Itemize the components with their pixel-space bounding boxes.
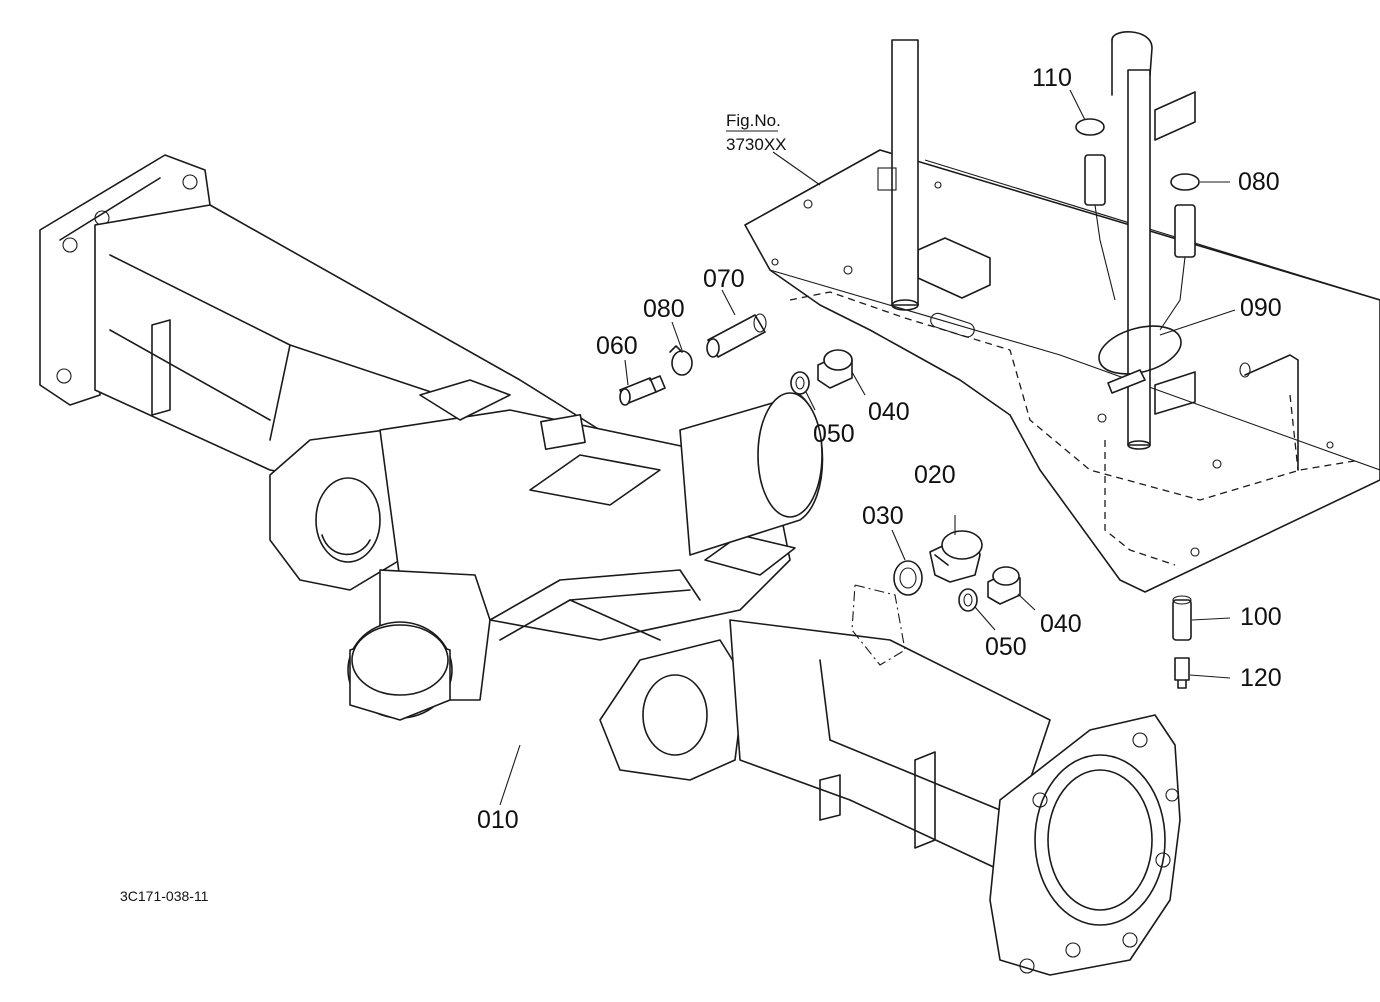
part-110-clamp: [1075, 118, 1116, 301]
label-050-upper: 050: [813, 420, 855, 448]
label-040-upper: 040: [868, 398, 910, 426]
part-040-plug-upper: [817, 349, 853, 389]
figure-reference-line2: 3730XX: [726, 135, 787, 154]
figure-reference-line1: Fig.No.: [726, 111, 781, 130]
axle-housing: [39, 154, 1181, 976]
label-120: 120: [1240, 664, 1282, 692]
part-080-clamp-right: [1159, 173, 1200, 331]
label-100: 100: [1240, 603, 1282, 631]
part-100-hose: [1172, 595, 1192, 641]
frame-panel: [744, 31, 1380, 593]
part-050-washer-upper: [790, 371, 810, 395]
label-010: 010: [477, 806, 519, 834]
label-110: 110: [1032, 64, 1072, 92]
part-090-band: [1098, 325, 1182, 394]
part-030-washer: [893, 560, 923, 596]
part-080-clamp-left: [669, 345, 693, 376]
part-040-plug-lower: [987, 566, 1021, 605]
labels: Fig.No. 3730XX 110 080 070 080 090 060 0…: [120, 64, 1282, 904]
label-040-lower: 040: [1040, 610, 1082, 638]
label-050-lower: 050: [985, 633, 1027, 661]
label-030: 030: [862, 502, 904, 530]
part-020-plug: [929, 530, 983, 583]
label-090: 090: [1240, 294, 1282, 322]
part-070-hose: [706, 313, 767, 358]
label-080-left: 080: [643, 295, 685, 323]
leader-lines: [499, 89, 1236, 806]
drawing-code: 3C171-038-11: [120, 888, 209, 904]
part-050-washer-lower: [958, 588, 978, 612]
label-070: 070: [703, 265, 745, 293]
label-020: 020: [914, 461, 956, 489]
label-060: 060: [596, 332, 638, 360]
part-120-fitting: [1174, 657, 1190, 689]
part-060-nipple: [619, 375, 666, 406]
label-080-right: 080: [1238, 168, 1280, 196]
